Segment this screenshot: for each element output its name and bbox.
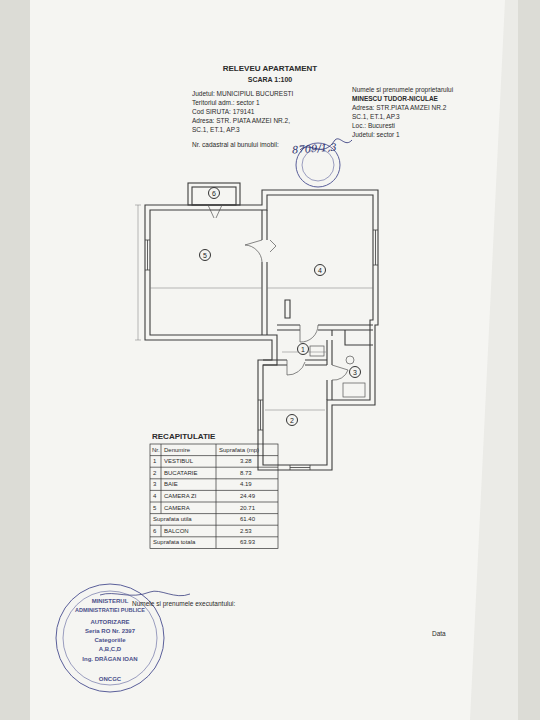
header-text: MINESCU TUDOR-NICULAE bbox=[352, 95, 438, 102]
table-cell: CAMERA bbox=[164, 505, 190, 512]
header-text: Judetul: sector 1 bbox=[352, 131, 400, 138]
header-text: SC.1, ET.1, AP.3 bbox=[352, 113, 400, 120]
stamp-text: ONCGC bbox=[99, 676, 121, 683]
callout-circle: 4 bbox=[314, 264, 326, 276]
callout-circle: 6 bbox=[208, 187, 220, 199]
stamp-text: Ing. DRĂGAN IOAN bbox=[82, 656, 137, 663]
header-text: Judetul: MUNICIPIUL BUCURESTI bbox=[192, 90, 293, 97]
callout-number: 3 bbox=[353, 369, 357, 376]
walls bbox=[145, 183, 378, 470]
header-text: SCARA 1:100 bbox=[248, 76, 292, 84]
stamp-text: ADMINISTRATIEI PUBLICE bbox=[75, 607, 145, 613]
sheet-title: RELEVEU APARTAMENT bbox=[223, 65, 318, 74]
callout-number: 5 bbox=[203, 252, 207, 259]
dimension-lines bbox=[135, 205, 373, 410]
table-cell: 20.71 bbox=[240, 505, 255, 512]
header-text: SC.1, ET.1, AP.3 bbox=[192, 126, 240, 133]
header-text: Numele si prenumele proprietarului bbox=[352, 86, 453, 93]
table-cell: 4 bbox=[153, 493, 156, 500]
header-text: Adresa: STR.PIATA AMZEI NR.2 bbox=[352, 104, 446, 111]
stamp-text: AUTORIZARE bbox=[90, 619, 129, 626]
header-text: Loc.: Bucuresti bbox=[352, 122, 395, 129]
callout-number: 2 bbox=[290, 417, 294, 424]
date-label: Data bbox=[432, 630, 446, 637]
table-cell: 2.53 bbox=[240, 528, 252, 535]
table-cell: Nr. bbox=[152, 447, 160, 454]
stamp-text: MINISTERUL bbox=[92, 598, 129, 605]
stamp-text: A,B,C,D bbox=[99, 646, 121, 653]
table-cell: 4.19 bbox=[240, 481, 252, 488]
table-cell: BALCON bbox=[164, 528, 189, 535]
header-text: Teritoriul adm.: sector 1 bbox=[192, 99, 260, 106]
table-cell: VESTIBUL bbox=[164, 458, 193, 465]
paper-sheet bbox=[30, 0, 518, 720]
table-cell: Suprafata totala bbox=[153, 539, 195, 546]
table-cell: 24.49 bbox=[240, 493, 255, 500]
table-cell: 1 bbox=[153, 458, 156, 465]
table-cell: 3.28 bbox=[240, 458, 252, 465]
header-text: Adresa: STR. PIATA AMZEI NR.2, bbox=[192, 117, 290, 124]
fixtures bbox=[310, 346, 365, 397]
callout-number: 6 bbox=[212, 190, 216, 197]
callout-circle: 2 bbox=[286, 414, 298, 426]
table-cell: 63.93 bbox=[240, 539, 255, 546]
table-cell: Denumire bbox=[164, 447, 190, 454]
table-cell: CAMERA ZI bbox=[164, 493, 196, 500]
windows bbox=[145, 230, 378, 470]
table-cell: BUCATARIE bbox=[164, 470, 197, 477]
table-cell: Suprafata (mp) bbox=[219, 447, 259, 454]
stamps bbox=[56, 139, 352, 692]
callout-number: 4 bbox=[318, 267, 322, 274]
table-heading: RECAPITULATIE bbox=[152, 433, 215, 442]
callout-circle: 3 bbox=[349, 366, 361, 378]
table-cell: 61.40 bbox=[240, 516, 255, 523]
summary-table bbox=[150, 444, 278, 548]
table-cell: BAIE bbox=[164, 481, 178, 488]
callout-circle: 1 bbox=[297, 343, 309, 355]
header-text: Cod SIRUTA: 179141 bbox=[192, 108, 254, 115]
door-swings bbox=[208, 205, 348, 380]
table-cell: Suprafata utila bbox=[153, 516, 192, 523]
table-cell: 2 bbox=[153, 470, 156, 477]
stamp-text: Seria RO Nr. 2397 bbox=[85, 628, 135, 635]
callout-number: 1 bbox=[301, 346, 305, 353]
table-cell: 3 bbox=[153, 481, 156, 488]
table-cell: 5 bbox=[153, 505, 156, 512]
header-text: Nr. cadastral al bunului imobil: bbox=[192, 141, 279, 148]
stamp-text: Categoriile bbox=[94, 637, 125, 644]
executant-label: Numele si prenumele executantului: bbox=[132, 600, 235, 607]
paper-shadow bbox=[470, 0, 518, 720]
table-cell: 8.73 bbox=[240, 470, 252, 477]
table-cell: 6 bbox=[153, 528, 156, 535]
callout-circle: 5 bbox=[199, 249, 211, 261]
